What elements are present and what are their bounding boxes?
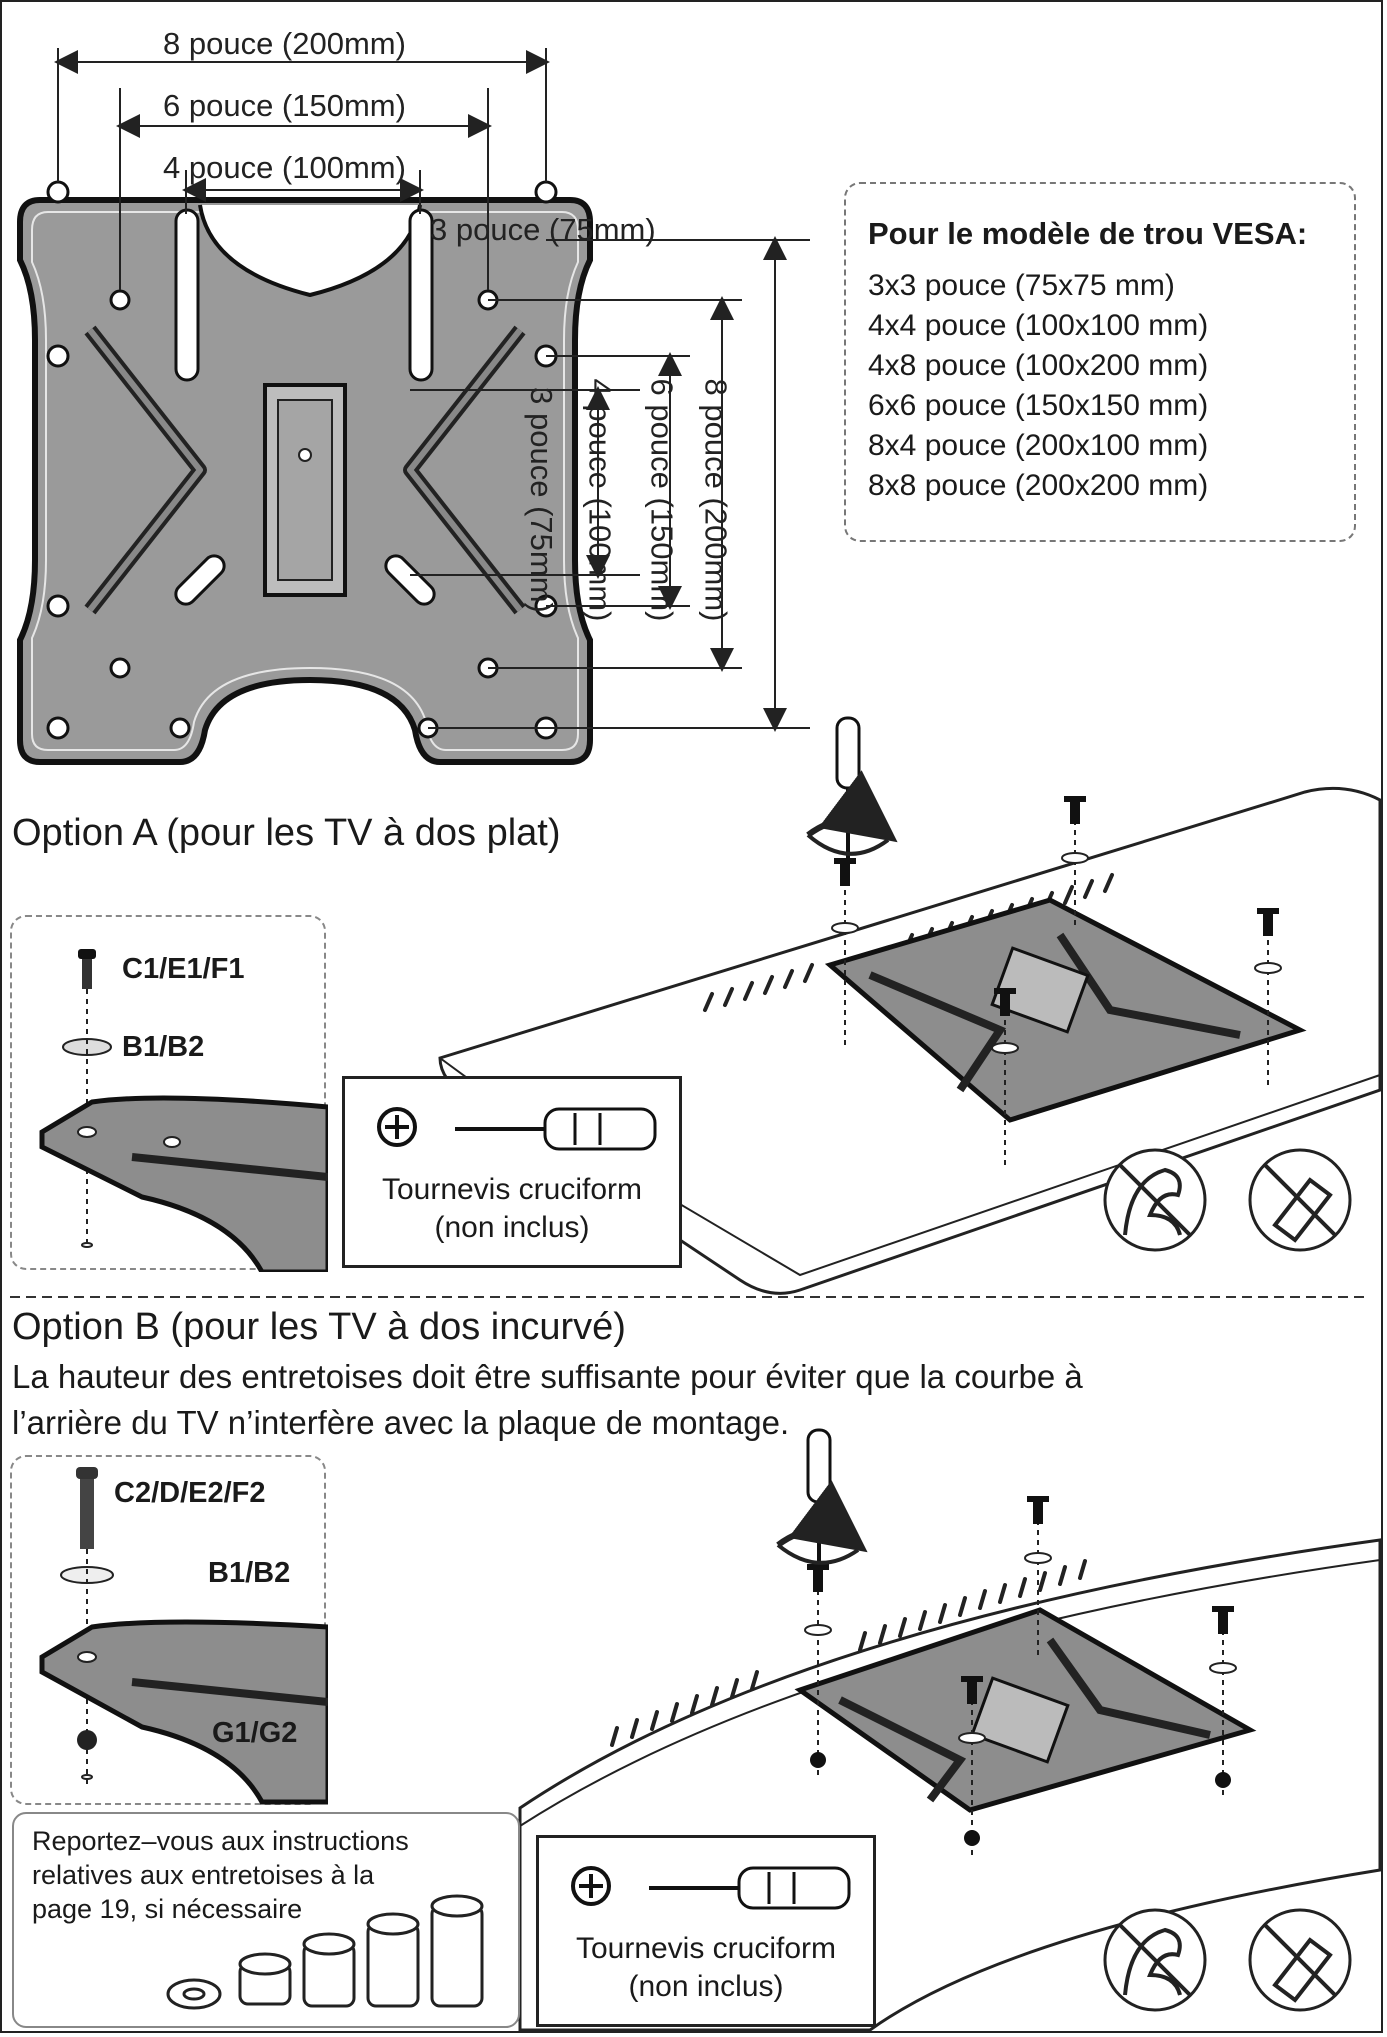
spacers-icon: [166, 1894, 484, 2010]
spacer-note-box: Reportez–vous aux instructions relatives…: [12, 1812, 520, 2028]
option-b-description-1: La hauteur des entretoises doit être suf…: [12, 1358, 1083, 1395]
option-a-hardware-drawing: [39, 949, 328, 1272]
dim-label-150: 6 pouce (150mm): [163, 88, 406, 123]
curved-tv-vents: [610, 1559, 1087, 1747]
tool-label-b-1: Tournevis cruciform: [575, 1932, 837, 1965]
no-force-icon: [1103, 1148, 1207, 1252]
dim-label-100: 4 pouce (100mm): [163, 150, 406, 185]
no-force-icon-b: [1103, 1908, 1207, 2012]
vesa-item: 6x6 pouce (150x150 mm): [868, 389, 1209, 422]
phillips-screwdriver-icon-b: [571, 1866, 851, 1910]
vesa-item: 4x4 pouce (100x100 mm): [868, 309, 1209, 342]
vdim-label-75: 3 pouce (75mm): [523, 387, 559, 613]
dim-label-200: 8 pouce (200mm): [163, 26, 406, 61]
vesa-pattern-box: Pour le modèle de trou VESA: 3x3 pouce (…: [844, 182, 1356, 542]
vdim-label-100: 4 pouce (100mm): [582, 378, 618, 622]
dim-label-75: 3 pouce (75mm): [430, 212, 656, 247]
vertical-dimension-arrows: [586, 236, 787, 732]
tool-label-b-2: (non inclus): [628, 1970, 784, 2003]
option-b-hardware-inset: C2/D/E2/F2 B1/B2 G1/G2: [10, 1455, 328, 1805]
screw-label-a: C1/E1/F1: [122, 953, 245, 985]
option-b-description-2: l’arrière du TV n’interfère avec la plaq…: [12, 1404, 790, 1441]
vdim-label-200: 8 pouce (200mm): [698, 378, 734, 622]
option-a-tool-box: Tournevis cruciform (non inclus): [342, 1076, 682, 1268]
screwdriver-b-drawing: [776, 1428, 868, 1568]
vesa-title: Pour le modèle de trou VESA:: [868, 216, 1308, 251]
option-a-title: Option A (pour les TV à dos plat): [12, 812, 561, 854]
vesa-item: 3x3 pouce (75x75 mm): [868, 269, 1175, 302]
vesa-item: 8x8 pouce (200x200 mm): [868, 469, 1209, 502]
washer-label-b: B1/B2: [208, 1557, 291, 1589]
spacer-note-line3: page 19, si nécessaire: [32, 1894, 303, 1924]
screwdriver-a-drawing: [806, 716, 898, 858]
spacer-label-b: G1/G2: [212, 1717, 298, 1749]
vdim-label-150: 6 pouce (150mm): [644, 378, 680, 622]
spacer-note-line1: Reportez–vous aux instructions: [32, 1826, 409, 1856]
option-b-tool-box: Tournevis cruciform (non inclus): [536, 1835, 876, 2027]
phillips-screwdriver-icon: [377, 1107, 657, 1151]
spacer-note-line2: relatives aux entretoises à la: [32, 1860, 375, 1890]
vesa-item: 8x4 pouce (200x100 mm): [868, 429, 1209, 462]
tool-label-a-2: (non inclus): [434, 1211, 590, 1244]
vesa-item: 4x8 pouce (100x200 mm): [868, 349, 1209, 382]
tool-label-a-1: Tournevis cruciform: [381, 1173, 643, 1206]
washer-label-a: B1/B2: [122, 1031, 205, 1063]
option-a-hardware-inset: C1/E1/F1 B1/B2: [10, 915, 328, 1272]
option-b-title: Option B (pour les TV à dos incurvé): [12, 1306, 626, 1348]
option-b-hardware-drawing: [39, 1467, 328, 1805]
no-power-drill-icon-b: [1248, 1908, 1352, 2012]
screw-label-b: C2/D/E2/F2: [114, 1477, 266, 1509]
mounting-plate-drawing: [17, 180, 593, 765]
no-power-drill-icon: [1248, 1148, 1352, 1252]
